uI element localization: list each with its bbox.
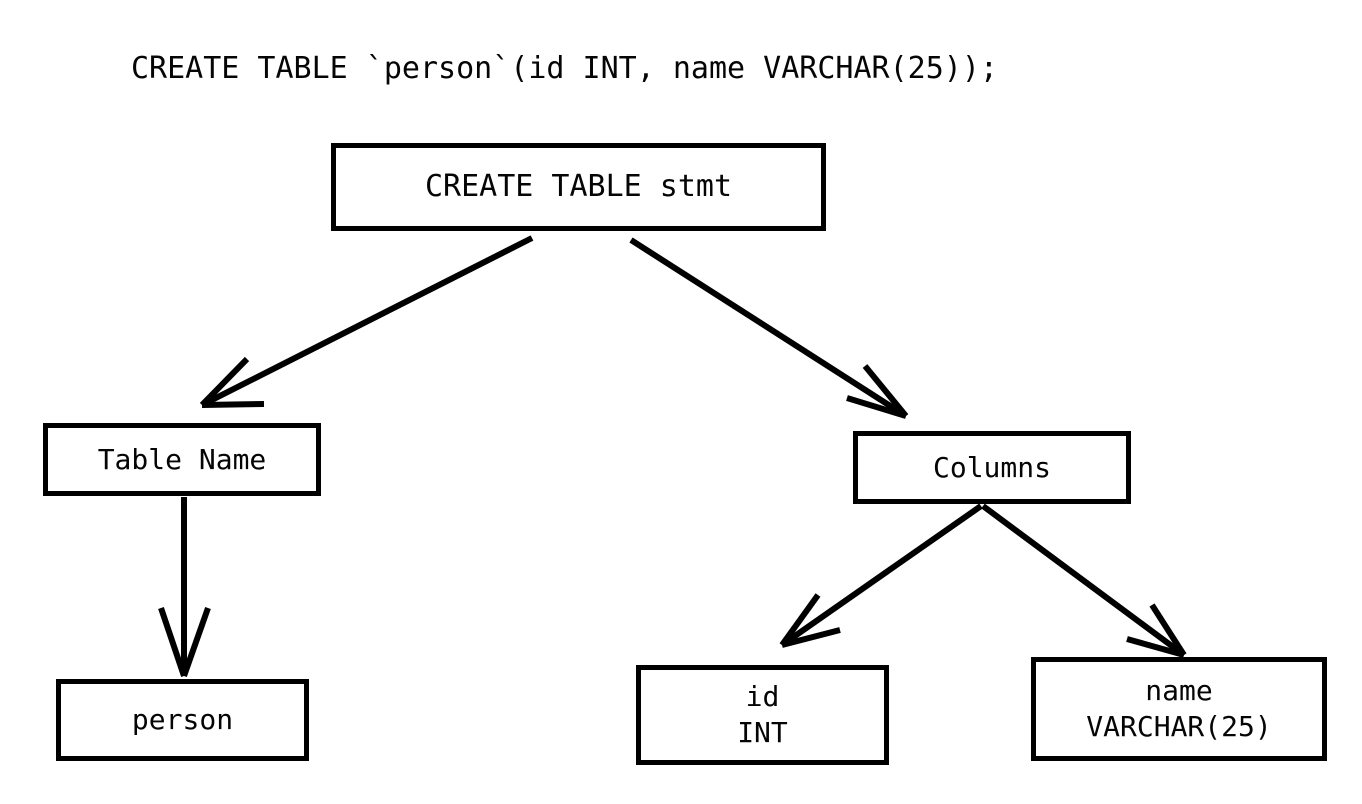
node-label: CREATE TABLE stmt [424, 169, 733, 204]
node-label: person [131, 703, 234, 736]
column-name-label: id [745, 680, 780, 713]
columns-node[interactable]: Columns [853, 431, 1131, 504]
node-label: Table Name [97, 442, 267, 476]
edge-root-to-table-name [199, 235, 534, 408]
column-type-label: VARCHAR(25) [1086, 710, 1272, 743]
edge-columns-to-column-name [981, 503, 1187, 658]
edge-columns-to-column-id [779, 503, 983, 648]
column-name-label: name [1145, 674, 1213, 707]
person-value-node[interactable]: person [56, 679, 309, 761]
column-name-node[interactable]: name VARCHAR(25) [1031, 657, 1327, 761]
sql-statement-caption: CREATE TABLE `person`(id INT, name VARCH… [131, 51, 998, 86]
edge-root-to-columns [629, 237, 909, 419]
table-name-node[interactable]: Table Name [43, 423, 321, 496]
node-label: Columns [932, 450, 1051, 484]
create-table-stmt-node[interactable]: CREATE TABLE stmt [331, 143, 826, 231]
edge-table-name-to-person [158, 497, 211, 677]
column-type-label: INT [737, 716, 788, 749]
column-id-node[interactable]: id INT [636, 665, 889, 765]
